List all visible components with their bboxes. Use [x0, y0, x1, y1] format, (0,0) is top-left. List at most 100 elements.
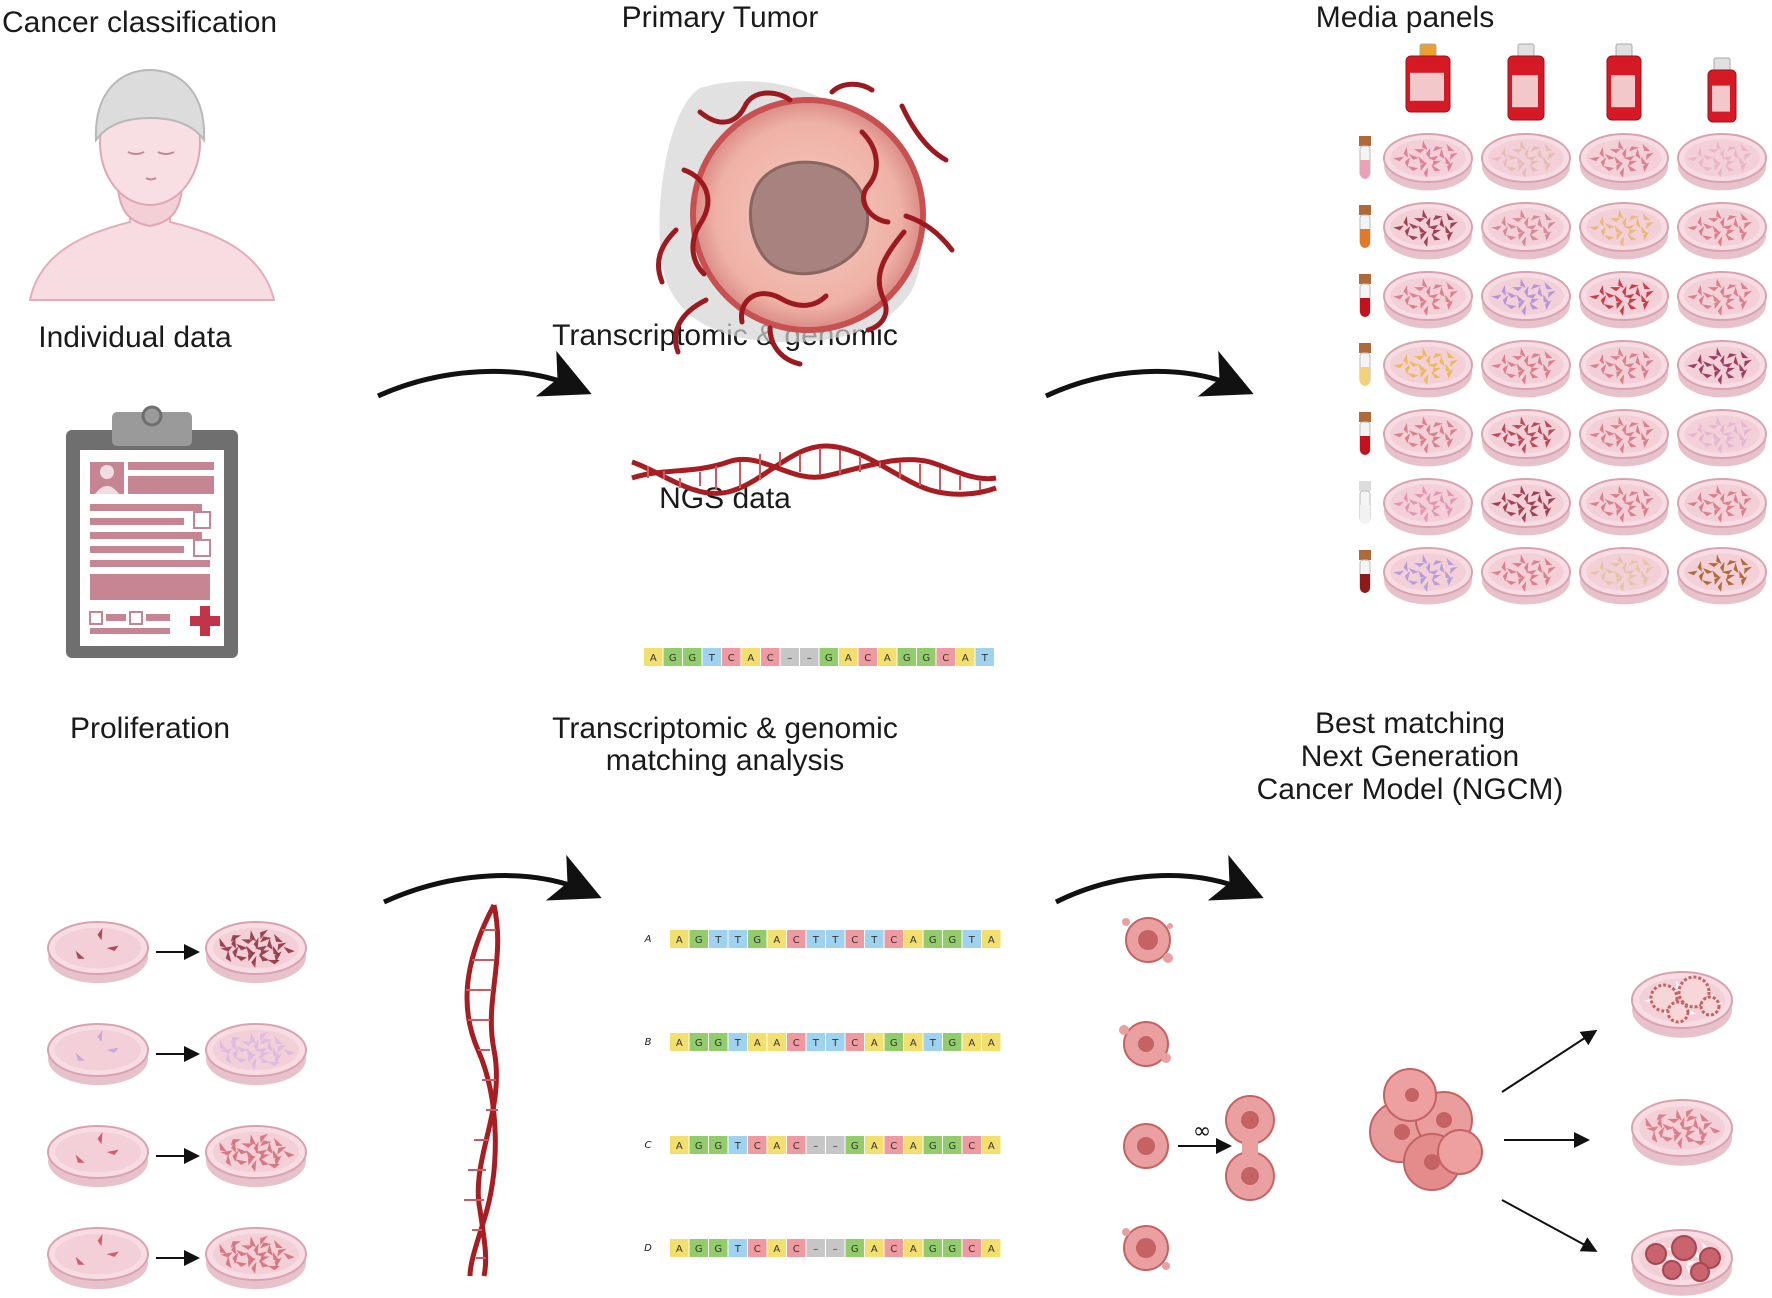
svg-text:A: A: [910, 1141, 917, 1152]
svg-text:G: G: [929, 1141, 937, 1152]
svg-text:T: T: [831, 1038, 839, 1049]
primary-tumor-title: Primary Tumor: [621, 1, 819, 34]
svg-text:A: A: [773, 1141, 780, 1152]
ngs-base: –: [800, 648, 819, 666]
media-dish: [1481, 409, 1571, 467]
cell-blob-d: [1122, 1225, 1170, 1271]
media-dish: [1481, 202, 1571, 260]
media-dish: [1677, 340, 1767, 398]
media-dish: [1481, 547, 1571, 605]
arrow-transcriptomic-to-media: [1044, 350, 1254, 399]
media-bottles: [1405, 43, 1737, 123]
media-bottle: [1606, 43, 1642, 121]
primary-tumor-illustration: [656, 81, 955, 367]
alignment-base: C: [884, 1239, 903, 1257]
alignment-base: A: [767, 1136, 786, 1154]
patient-record-clipboard: [66, 405, 238, 658]
media-dish: [1677, 202, 1767, 260]
best-matching-title-2: Next Generation: [1300, 740, 1520, 773]
svg-text:C: C: [851, 935, 858, 946]
proliferation-dish-after: [205, 921, 307, 984]
proliferation-dish-before: [47, 1125, 149, 1188]
alignment-base: G: [884, 1033, 903, 1051]
svg-text:A: A: [988, 1038, 995, 1049]
cell-blob-a: [1122, 917, 1173, 963]
ngcm-organoid-dish: [1631, 971, 1733, 1038]
alignment-base: A: [767, 1239, 786, 1257]
media-dish: [1677, 409, 1767, 467]
alignment-base: C: [787, 930, 806, 948]
svg-text:C: C: [767, 653, 774, 664]
media-dish: [1579, 133, 1669, 191]
media-dish: [1481, 478, 1571, 536]
svg-text:G: G: [714, 1141, 722, 1152]
svg-text:T: T: [981, 653, 989, 664]
alignment-base: C: [787, 1239, 806, 1257]
proliferation-title: Proliferation: [69, 712, 231, 745]
svg-text:A: A: [910, 935, 917, 946]
svg-text:–: –: [807, 653, 812, 664]
ngs-base: T: [702, 648, 721, 666]
media-tube: [1359, 274, 1371, 317]
media-tube: [1359, 412, 1371, 455]
media-dish: [1677, 133, 1767, 191]
alignment-base: G: [689, 1239, 708, 1257]
arrow-proliferation-to-matching: [382, 854, 602, 905]
matching-analysis-title-1: Transcriptomic & genomic: [552, 712, 898, 745]
alignment-base: A: [670, 930, 689, 948]
ngs-base: G: [819, 648, 838, 666]
alignment-base: A: [904, 1033, 923, 1051]
alignment-base: C: [787, 1033, 806, 1051]
svg-text:A: A: [676, 935, 683, 946]
alignment-base: T: [806, 1033, 825, 1051]
cell-cluster: [1369, 1068, 1483, 1191]
svg-text:A: A: [910, 1038, 917, 1049]
svg-text:G: G: [890, 1038, 898, 1049]
svg-text:C: C: [942, 653, 949, 664]
svg-text:A: A: [676, 1038, 683, 1049]
ngs-base: G: [917, 648, 936, 666]
alignment-base: G: [709, 1239, 728, 1257]
ngs-base: G: [683, 648, 702, 666]
svg-text:A: A: [884, 653, 891, 664]
svg-text:A: A: [988, 1141, 995, 1152]
alignment-base: C: [962, 1239, 981, 1257]
svg-text:G: G: [948, 1244, 956, 1255]
ngs-base: A: [839, 648, 858, 666]
proliferation-dish-before: [47, 1227, 149, 1290]
svg-text:T: T: [870, 935, 878, 946]
arrow-data-to-transcriptomic: [376, 350, 592, 399]
svg-text:C: C: [793, 1038, 800, 1049]
media-dish: [1481, 340, 1571, 398]
alignment-base: G: [689, 1136, 708, 1154]
alignment-base: G: [943, 1239, 962, 1257]
ngcm-branch-arrows: [1501, 1029, 1598, 1252]
svg-text:G: G: [929, 935, 937, 946]
alignment-base: A: [767, 1033, 786, 1051]
alignment-base: A: [904, 1239, 923, 1257]
alignment-base: G: [748, 930, 767, 948]
alignment-base: –: [826, 1136, 845, 1154]
svg-text:G: G: [695, 1141, 703, 1152]
svg-text:A: A: [747, 653, 754, 664]
alignment-base: C: [884, 930, 903, 948]
ngs-base: G: [897, 648, 916, 666]
svg-text:T: T: [714, 935, 722, 946]
alignment-base: T: [728, 1033, 747, 1051]
media-dish: [1383, 340, 1473, 398]
svg-text:C: C: [793, 935, 800, 946]
svg-text:T: T: [734, 1244, 742, 1255]
svg-text:A: A: [871, 1244, 878, 1255]
svg-text:T: T: [812, 935, 820, 946]
individual-data-title: Individual data: [38, 321, 232, 354]
alignment-base: T: [923, 1033, 942, 1051]
svg-text:G: G: [753, 935, 761, 946]
svg-text:A: A: [773, 1038, 780, 1049]
svg-text:C: C: [890, 935, 897, 946]
svg-text:T: T: [734, 1038, 742, 1049]
media-dish: [1677, 547, 1767, 605]
svg-text:G: G: [948, 1038, 956, 1049]
ngs-base: A: [878, 648, 897, 666]
svg-text:–: –: [833, 1244, 838, 1255]
alignment-row-label: A: [644, 934, 652, 945]
